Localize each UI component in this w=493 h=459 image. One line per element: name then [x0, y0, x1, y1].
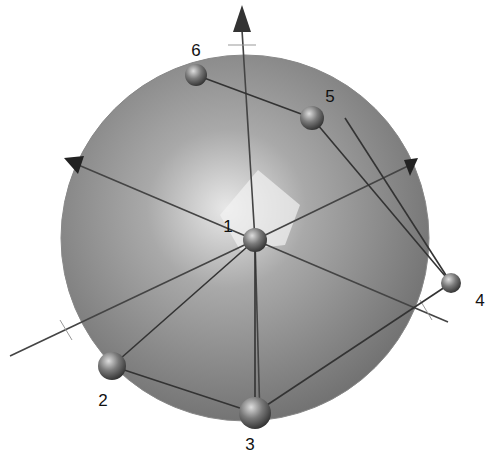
callout-number: 4 — [475, 292, 484, 309]
callout-number: 6 — [191, 42, 200, 59]
callout-number: 3 — [245, 436, 254, 453]
callout-number: 5 — [325, 88, 334, 105]
callout-number: 1 — [223, 218, 232, 235]
callout-number: 2 — [98, 392, 107, 409]
